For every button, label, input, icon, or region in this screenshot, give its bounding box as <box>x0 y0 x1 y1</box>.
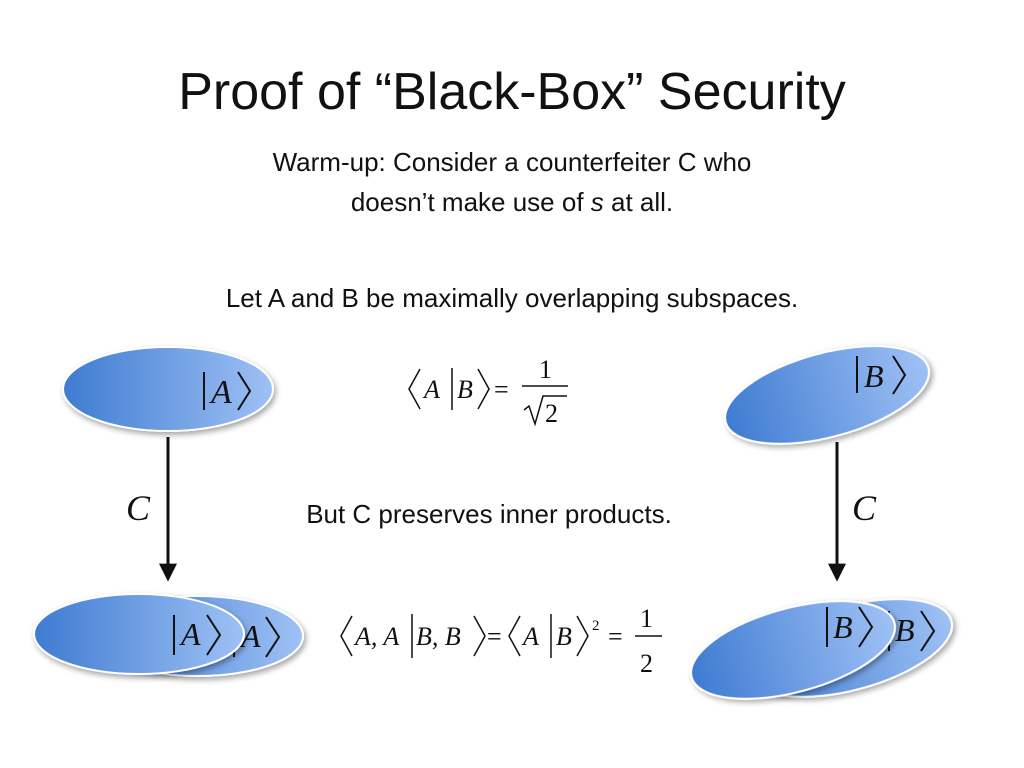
ket-angle <box>206 614 222 656</box>
eq1-denominator: 2 <box>545 399 558 428</box>
bra-angle <box>408 368 421 410</box>
ellipse-a-top <box>62 346 274 432</box>
ket-a-pair: A A <box>33 593 304 677</box>
warmup-line-1: Warm-up: Consider a counterfeiter C who <box>272 147 752 177</box>
sqrt-sign <box>523 395 567 427</box>
eq2-ket: B, B <box>416 622 461 651</box>
eq1-numerator: 1 <box>539 355 552 384</box>
ket-a-back-label: A <box>239 618 261 654</box>
ket-b-top: B <box>723 345 931 445</box>
preserve-statement: But C preserves inner products. <box>306 499 672 529</box>
equals-sign: = <box>494 375 509 404</box>
inner-product-equation: A B = 1 2 <box>408 355 568 428</box>
warmup-line-2: doesn’t make use of s at all. <box>0 187 1024 218</box>
bra-angle <box>508 615 521 657</box>
ket-b-pair: B B <box>689 598 954 700</box>
eq2-exponent: 2 <box>592 618 600 634</box>
ket-angle <box>892 355 907 395</box>
eq2-rhs-bra: A <box>521 622 539 651</box>
ket-angle <box>858 606 874 648</box>
warmup-variable-s: s <box>590 187 604 217</box>
eq2-denominator: 2 <box>640 649 653 678</box>
eq2-numerator: 1 <box>640 604 653 633</box>
ellipse-a-front <box>33 593 245 675</box>
ket-a-top: A <box>62 346 274 432</box>
ket-b-top-label: B <box>864 358 884 394</box>
eq2-bra: A, A <box>353 622 399 651</box>
eq1-ket: B <box>457 375 473 404</box>
operator-c-left: C <box>126 488 151 528</box>
ket-angle <box>477 368 490 410</box>
equals-sign: = <box>487 622 502 651</box>
ket-b-back-label: B <box>895 612 915 648</box>
warmup-line-2-before: doesn’t make use of <box>350 187 591 217</box>
equals-sign: = <box>608 622 623 651</box>
warmup-line-2-after: at all. <box>603 187 674 217</box>
ket-angle <box>265 616 281 658</box>
bra-angle <box>340 615 353 657</box>
subspace-statement: Let A and B be maximally overlapping sub… <box>225 283 799 313</box>
ket-a-front-label: A <box>179 616 201 652</box>
ket-angle <box>576 615 589 657</box>
ket-angle <box>473 615 486 657</box>
ket-angle <box>237 371 252 411</box>
ellipse-b-top <box>723 345 931 445</box>
ket-a-top-label: A <box>209 374 232 411</box>
operator-c-right: C <box>852 488 877 528</box>
ellipse-b-front <box>689 600 897 700</box>
ket-angle <box>920 610 936 652</box>
eq1-bra: A <box>422 375 440 404</box>
slide-title: Proof of “Black-Box” Security <box>178 63 846 121</box>
ket-b-front-label: B <box>833 609 853 645</box>
eq2-rhs-ket: B <box>556 622 572 651</box>
tensor-inner-product-equation: A, A B, B = A B 2 = 1 2 <box>340 604 662 678</box>
